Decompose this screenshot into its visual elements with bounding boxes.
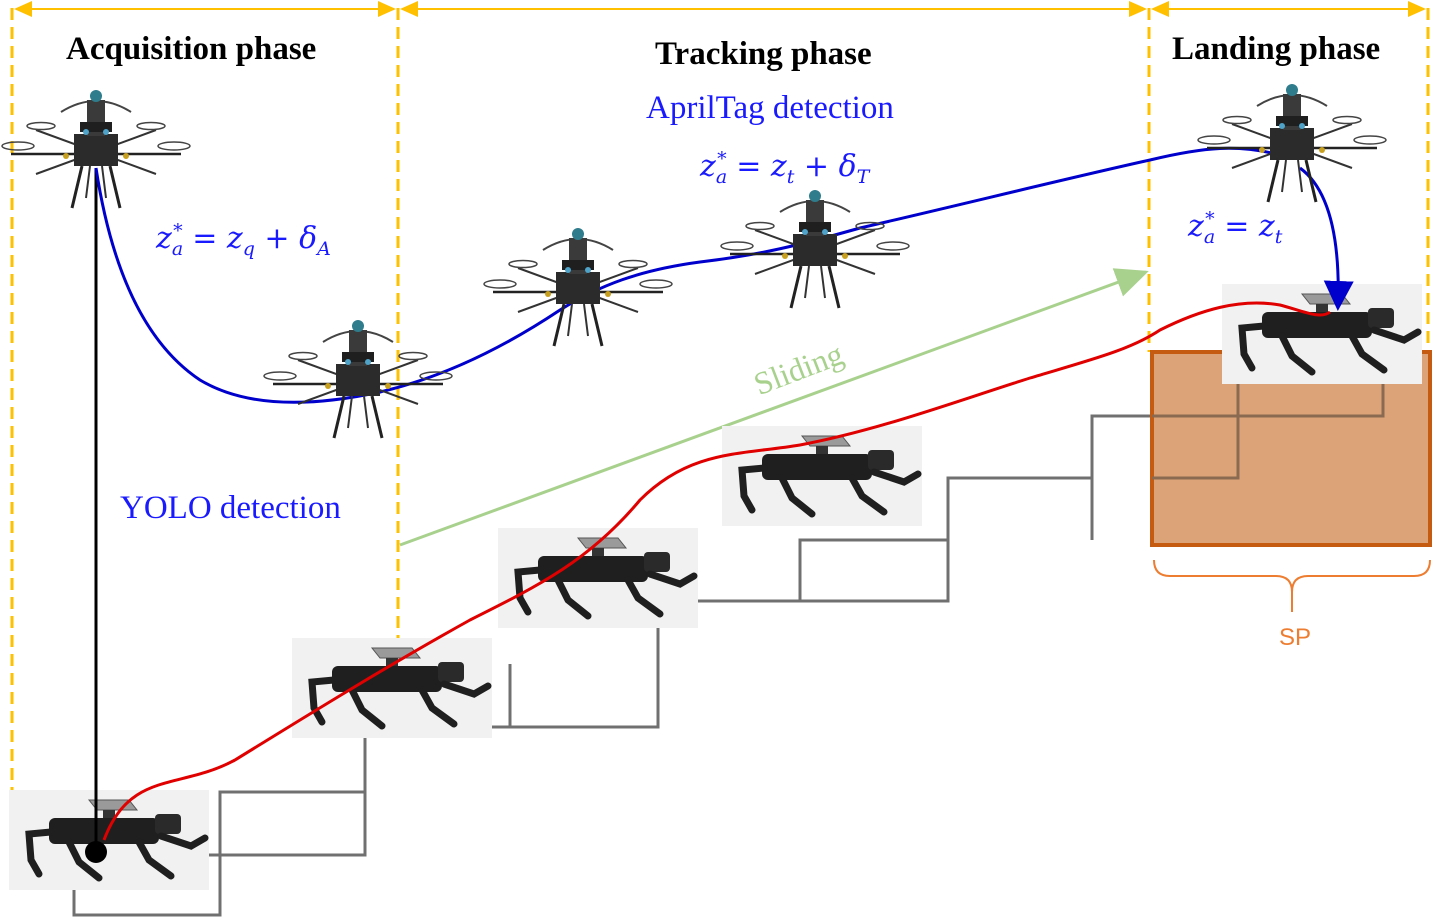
quadrotor-drone-icon — [482, 226, 674, 348]
stair-riser — [363, 664, 512, 855]
sp-label: SP — [1279, 624, 1312, 651]
quadrotor-drone-icon — [719, 188, 911, 310]
tracking-equation: za* = zt + δT — [700, 148, 870, 188]
stair-step-1 — [72, 790, 365, 917]
apriltag-detection-label: AprilTag detection — [646, 90, 894, 126]
acquisition-phase-title: Acquisition phase — [66, 31, 317, 67]
stair-step-4 — [798, 538, 950, 603]
phase-dividers — [10, 1, 1430, 890]
quadrotor-drone-icon — [262, 318, 454, 440]
stair-step-3 — [510, 599, 800, 729]
drone-trajectory — [94, 146, 1291, 404]
sp-platform — [1150, 350, 1432, 547]
landing-equation: za* = zt — [1188, 208, 1283, 248]
quadruped-robot-icon — [292, 638, 492, 738]
robot-start-point — [85, 841, 107, 863]
stair-step-5 — [946, 476, 1094, 540]
yolo-detection-label: YOLO detection — [120, 490, 341, 526]
tracking-phase-title: Tracking phase — [655, 36, 872, 72]
quadruped-robot-icon — [9, 790, 209, 890]
sp-brace — [1153, 559, 1431, 612]
quadruped-robot-icon — [1222, 284, 1422, 384]
robot-trajectory — [102, 301, 1331, 841]
sliding-arrow — [399, 268, 1149, 547]
quadrotor-drone-icon — [1196, 82, 1388, 204]
acquisition-equation: za* = zq + δA — [156, 220, 331, 260]
landing-phase-title: Landing phase — [1172, 31, 1381, 67]
